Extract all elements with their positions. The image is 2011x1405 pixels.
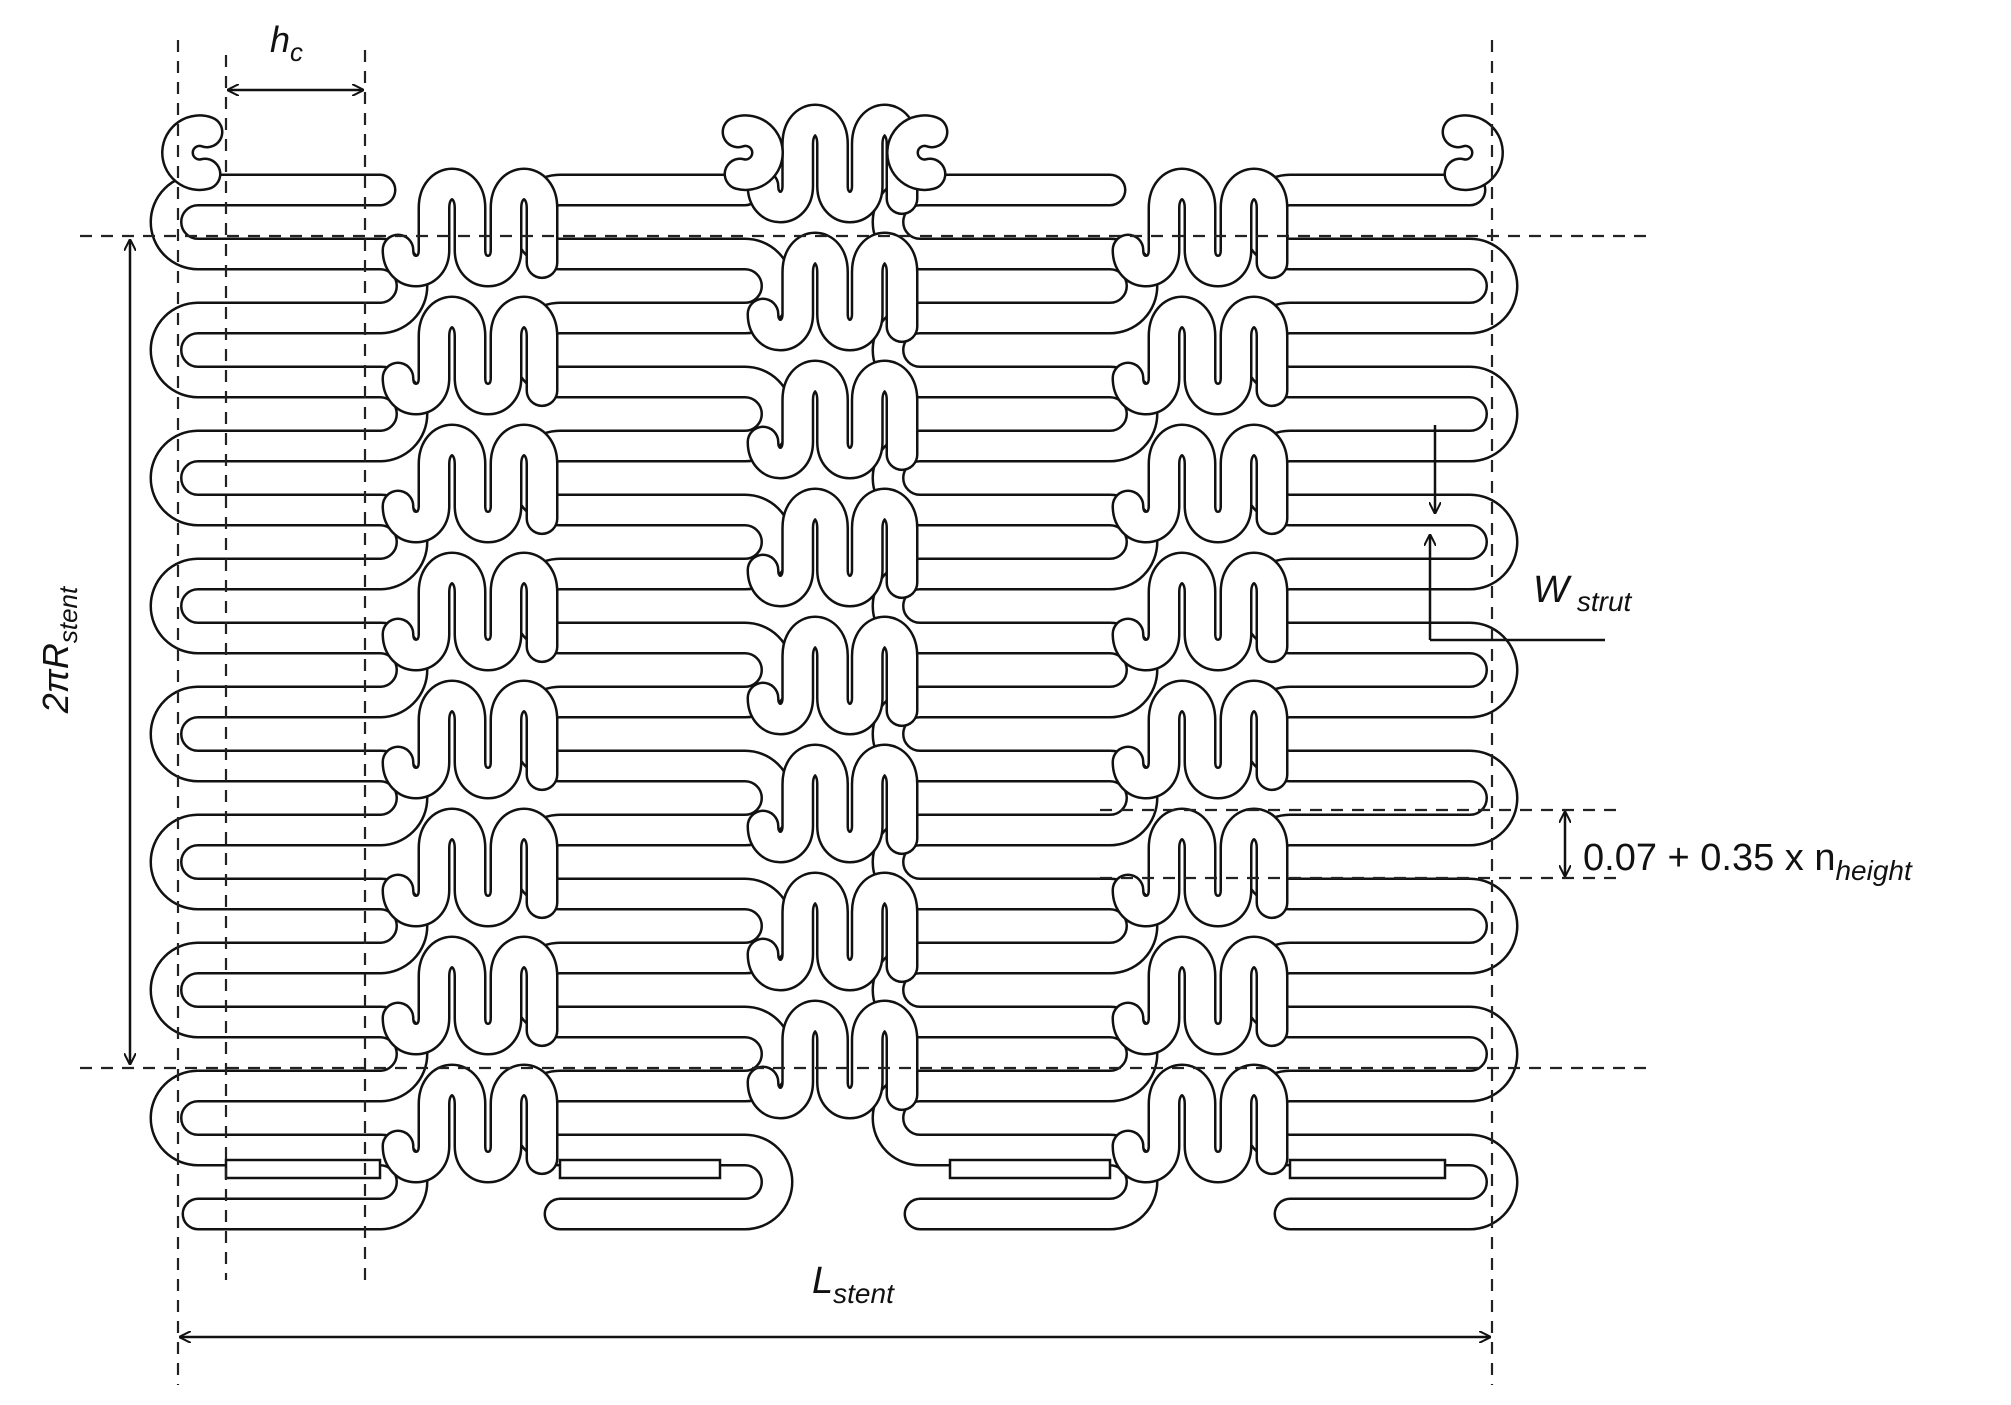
link-col-3-link-6: [1111, 807, 1289, 928]
link-col-2-link-5: [746, 615, 919, 736]
link-col-3-link-7: [1111, 935, 1289, 1056]
link-col-3-link-4: [1111, 551, 1289, 672]
hook-3: [886, 114, 949, 192]
length-label: Lstent: [812, 1260, 895, 1309]
link-col-3-link-2: [1111, 295, 1289, 416]
hook-1: [161, 114, 224, 192]
link-col-3-link-3: [1111, 423, 1289, 544]
link-col-1-link-6: [381, 807, 559, 928]
link-col-1-link-4: [381, 551, 559, 672]
link-col-1-link-2: [381, 295, 559, 416]
end-bar-4: [1288, 1158, 1447, 1180]
crown-height-label: 0.07 + 0.35 x nheight: [1583, 837, 1913, 886]
link-col-2-link-6: [746, 743, 919, 864]
link-col-1-link-1: [381, 167, 559, 288]
ring-3: [871, 173, 1159, 1231]
link-col-1-link-8: [381, 1063, 559, 1184]
end-bar-1: [224, 1158, 382, 1180]
link-col-2-link-2: [746, 231, 919, 352]
link-col-2-link-1: [746, 103, 919, 224]
end-bar-2: [558, 1158, 722, 1180]
ring-4: [1241, 173, 1519, 1231]
link-col-1-link-7: [381, 935, 559, 1056]
stent-pattern: [149, 103, 1519, 1231]
link-col-2-link-8: [746, 999, 919, 1120]
link-col-3-link-8: [1111, 1063, 1289, 1184]
hc-label: hc: [270, 19, 303, 67]
circumference-label: 2πRstent: [35, 585, 83, 714]
hook-4: [1441, 114, 1504, 192]
link-col-1-link-5: [381, 679, 559, 800]
link-col-3-link-1: [1111, 167, 1289, 288]
link-col-2-link-7: [746, 871, 919, 992]
dimension-guides: [80, 40, 1650, 1385]
link-col-1-link-3: [381, 423, 559, 544]
ring-2: [511, 173, 794, 1231]
link-col-3-link-5: [1111, 679, 1289, 800]
ring-1: [149, 173, 429, 1231]
hook-2: [721, 114, 784, 192]
link-col-2-link-4: [746, 487, 919, 608]
end-bar-3: [948, 1158, 1112, 1180]
dimension-arrows: [130, 90, 1605, 1337]
link-col-2-link-3: [746, 359, 919, 480]
